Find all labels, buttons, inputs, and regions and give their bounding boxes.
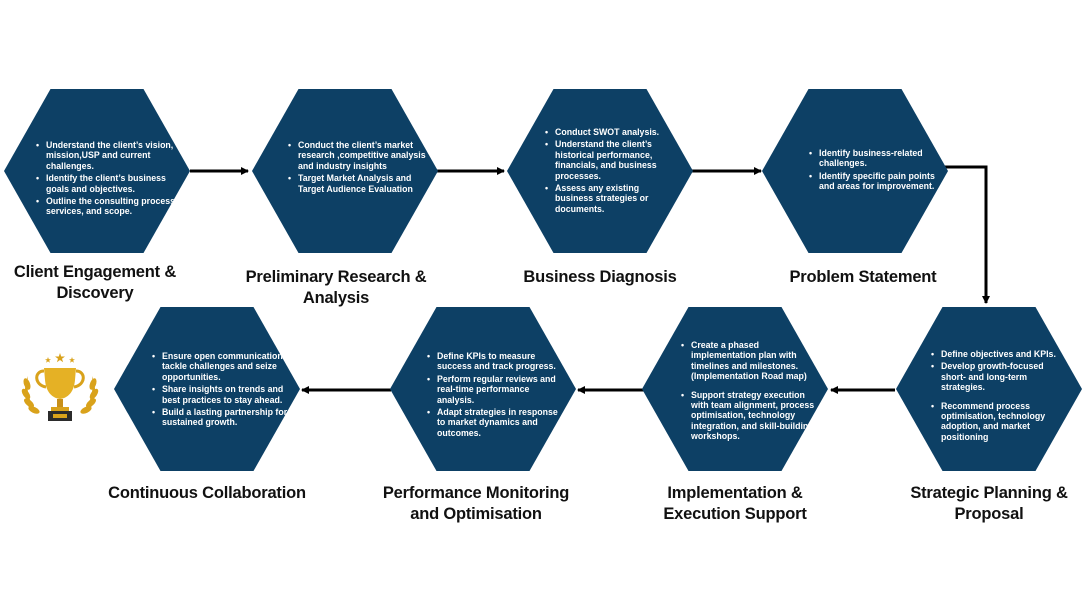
step-2-bullets: Conduct the client’s market research ,co…: [286, 140, 426, 196]
step-7-bullet: Adapt strategies in response to market d…: [427, 407, 561, 438]
step-5-bullet: Develop growth-focused short- and long-t…: [931, 361, 1065, 392]
step-8-bullet: Build a lasting partnership for sustaine…: [152, 407, 296, 428]
step-8-title: Continuous Collaboration: [108, 484, 306, 502]
step-1-bullet: Outline the consulting process services,…: [36, 196, 184, 217]
step-6-hexagon: Create a phased implementation plan with…: [642, 307, 828, 471]
step-6-bullet: Create a phased implementation plan with…: [681, 340, 815, 382]
step-2-title: Preliminary Research & Analysis: [245, 268, 427, 307]
step-1-title: Client Engagement & Discovery: [13, 263, 177, 302]
step-1-bullet: Understand the client’s vision, mission,…: [36, 140, 184, 171]
step-8-bullets: Ensure open communication to tackle chal…: [150, 351, 296, 430]
step-7-hexagon: Define KPIs to measure success and track…: [390, 307, 576, 471]
step-7-bullet: Perform regular reviews and real-time pe…: [427, 374, 561, 405]
step-1-bullets: Understand the client’s vision, mission,…: [34, 140, 184, 219]
step-5-bullet: Recommend process optimisation, technolo…: [931, 401, 1065, 443]
step-8-bullet: Share insights on trends and best practi…: [152, 384, 296, 405]
step-3-bullet: Understand the client’s historical perfo…: [545, 139, 679, 181]
step-3-bullet: Assess any existing business strategies …: [545, 183, 679, 214]
step-5-bullets: Define objectives and KPIs. Develop grow…: [929, 349, 1065, 444]
step-3-title: Business Diagnosis: [523, 268, 677, 286]
step-4-bullet: Identify business-related challenges.: [809, 148, 943, 169]
step-7-title: Performance Monitoring and Optimisation: [382, 484, 570, 523]
step-7-bullets: Define KPIs to measure success and track…: [425, 351, 561, 440]
step-2-bullet: Conduct the client’s market research ,co…: [288, 140, 426, 171]
step-3-bullets: Conduct SWOT analysis. Understand the cl…: [543, 127, 679, 216]
step-6-title: Implementation & Execution Support: [663, 484, 807, 523]
step-5-bullet: Define objectives and KPIs.: [931, 349, 1065, 360]
step-1-bullet: Identify the client’s business goals and…: [36, 173, 184, 194]
step-8-bullet: Ensure open communication to tackle chal…: [152, 351, 296, 382]
step-5-title: Strategic Planning & Proposal: [910, 484, 1068, 523]
step-3-bullet: Conduct SWOT analysis.: [545, 127, 679, 138]
step-2-bullet: Target Market Analysis and Target Audien…: [288, 173, 426, 194]
step-7-bullet: Define KPIs to measure success and track…: [427, 351, 561, 372]
trophy-icon: [21, 353, 99, 421]
step-4-bullets: Identify business-related challenges. Id…: [807, 148, 943, 194]
step-4-bullet: Identify specific pain points and areas …: [809, 171, 943, 192]
step-6-bullets: Create a phased implementation plan with…: [679, 340, 815, 444]
step-5-hexagon: Define objectives and KPIs. Develop grow…: [896, 307, 1082, 471]
step-8-hexagon: Ensure open communication to tackle chal…: [114, 307, 300, 471]
step-6-bullet: Support strategy execution with team ali…: [681, 390, 815, 442]
step-4-title: Problem Statement: [789, 268, 937, 286]
